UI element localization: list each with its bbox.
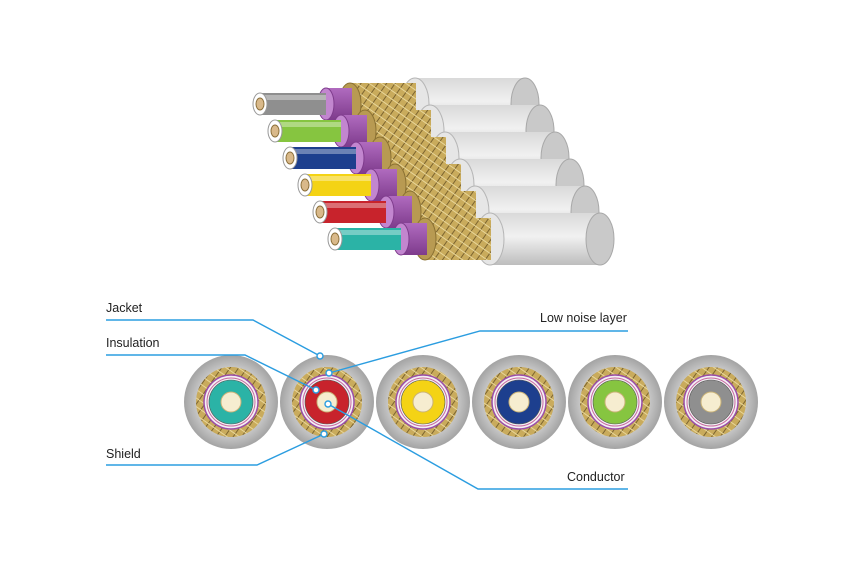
bundle-conductor-end	[300, 178, 310, 192]
callout-insulation	[106, 354, 317, 391]
low-noise-inner	[590, 377, 640, 427]
label-jacket: Jacket	[106, 301, 143, 315]
bundle-core-highlight	[320, 203, 386, 208]
bundle-core	[260, 93, 326, 115]
bundle-core	[335, 228, 401, 250]
bundle-conductor-end	[270, 124, 280, 138]
low-noise-inner	[398, 377, 448, 427]
conductor	[220, 391, 242, 413]
callout-jacket	[106, 319, 321, 357]
label-shield: Shield	[106, 447, 141, 461]
callout-conductor	[327, 403, 628, 490]
label-conductor: Conductor	[567, 470, 625, 484]
callout-low-noise-layer	[328, 330, 628, 374]
bundle-conductor-end	[315, 205, 325, 219]
callout-insulation-dot	[312, 386, 320, 394]
cross-section	[568, 355, 662, 449]
conductor	[700, 391, 722, 413]
bundle-core	[275, 120, 341, 142]
cross-section	[664, 355, 758, 449]
label-insulation: Insulation	[106, 336, 160, 350]
cross-section	[376, 355, 470, 449]
callout-conductor-dot	[324, 400, 332, 408]
callout-jacket-dot	[316, 352, 324, 360]
bundle-core-highlight	[335, 230, 401, 235]
conductor	[508, 391, 530, 413]
callout-low-noise-layer-dot	[325, 369, 333, 377]
bundle-cable	[327, 212, 615, 266]
bundle-core-highlight	[305, 176, 371, 181]
bundle-conductor-end	[285, 151, 295, 165]
low-noise-inner	[494, 377, 544, 427]
label-low-noise-layer: Low noise layer	[540, 311, 627, 325]
bundle-core	[290, 147, 356, 169]
bundle-cable	[252, 77, 540, 131]
bundle-jacket	[490, 213, 600, 265]
cross-section	[472, 355, 566, 449]
bundle-conductor-end	[330, 232, 340, 246]
conductor	[412, 391, 434, 413]
cross-section	[184, 355, 278, 449]
bundle-jacket-end	[585, 212, 615, 266]
bundle-core	[320, 201, 386, 223]
bundle-conductor-end	[255, 97, 265, 111]
low-noise-inner	[206, 377, 256, 427]
low-noise-inner	[302, 377, 352, 427]
conductor	[604, 391, 626, 413]
bundle-core	[305, 174, 371, 196]
callout-shield	[106, 433, 325, 466]
cable-cross-sections	[184, 355, 758, 449]
callout-shield-dot	[320, 430, 328, 438]
callout-lines	[106, 319, 628, 490]
cable-bundle-illustration	[252, 77, 615, 266]
bundle-core-highlight	[275, 122, 341, 127]
low-noise-inner	[686, 377, 736, 427]
bundle-core-highlight	[260, 95, 326, 100]
bundle-core-highlight	[290, 149, 356, 154]
